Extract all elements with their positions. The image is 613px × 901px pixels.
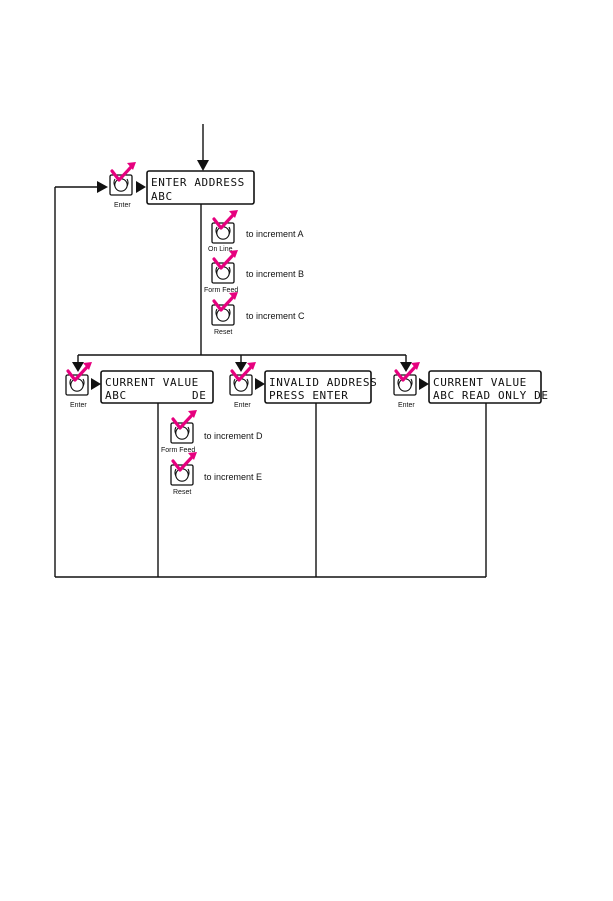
reset-key-lower[interactable]: Reset	[171, 452, 197, 496]
reset-key-top[interactable]: Reset	[212, 292, 238, 336]
printer-key-icon	[110, 162, 136, 195]
screen-invalid-address: INVALID ADDRESS PRESS ENTER	[265, 371, 377, 403]
reset-key-top-label: Reset	[214, 329, 232, 336]
printer-key-icon	[212, 292, 238, 325]
on-line-key-label: On Line	[208, 246, 233, 253]
step-increment-c: to increment C	[246, 311, 305, 321]
on-line-key[interactable]: On Line	[208, 210, 238, 253]
screen-current-value-readonly: CURRENT VALUE ABC READ ONLY DE	[429, 371, 549, 403]
step-increment-a: to increment A	[246, 229, 304, 239]
enter-key-top[interactable]: Enter	[110, 162, 136, 209]
enter-arrow-center	[255, 378, 265, 390]
screen-enter-address-line2: ABC	[151, 190, 173, 203]
enter-key-top-label: Enter	[114, 202, 131, 209]
printer-key-icon	[212, 210, 238, 243]
return-arrowhead	[97, 181, 108, 193]
enter-key-right-label: Enter	[398, 402, 415, 409]
screen-current-value: CURRENT VALUE ABC DE	[101, 371, 213, 403]
reset-key-lower-label: Reset	[173, 489, 191, 496]
screen-enter-address-line1: ENTER ADDRESS	[151, 176, 245, 189]
printer-key-icon	[171, 410, 197, 443]
enter-key-center[interactable]: Enter	[230, 362, 256, 409]
printer-key-icon	[171, 452, 197, 485]
branch-arrowhead-center	[235, 362, 247, 372]
enter-arrow-top	[136, 181, 146, 193]
enter-arrow-left	[91, 378, 101, 390]
screen-invalid-address-line1: INVALID ADDRESS	[269, 376, 377, 389]
screen-current-value-line2-right: DE	[192, 389, 206, 402]
enter-key-center-label: Enter	[234, 402, 251, 409]
screen-invalid-address-line2: PRESS ENTER	[269, 389, 348, 402]
step-increment-b: to increment B	[246, 269, 304, 279]
form-feed-key-top[interactable]: Form Feed	[204, 250, 238, 294]
screen-readonly-line1: CURRENT VALUE	[433, 376, 527, 389]
screen-readonly-line2: ABC READ ONLY DE	[433, 389, 549, 402]
step-increment-d: to increment D	[204, 431, 263, 441]
enter-arrow-right	[419, 378, 429, 390]
screen-current-value-line2-left: ABC	[105, 389, 127, 402]
screen-current-value-line1: CURRENT VALUE	[105, 376, 199, 389]
screen-enter-address: ENTER ADDRESS ABC	[147, 171, 254, 204]
form-feed-key-lower[interactable]: Form Feed	[161, 410, 197, 454]
step-increment-e: to increment E	[204, 472, 262, 482]
entry-arrowhead	[197, 160, 209, 171]
printer-key-icon	[212, 250, 238, 283]
enter-key-left-label: Enter	[70, 402, 87, 409]
